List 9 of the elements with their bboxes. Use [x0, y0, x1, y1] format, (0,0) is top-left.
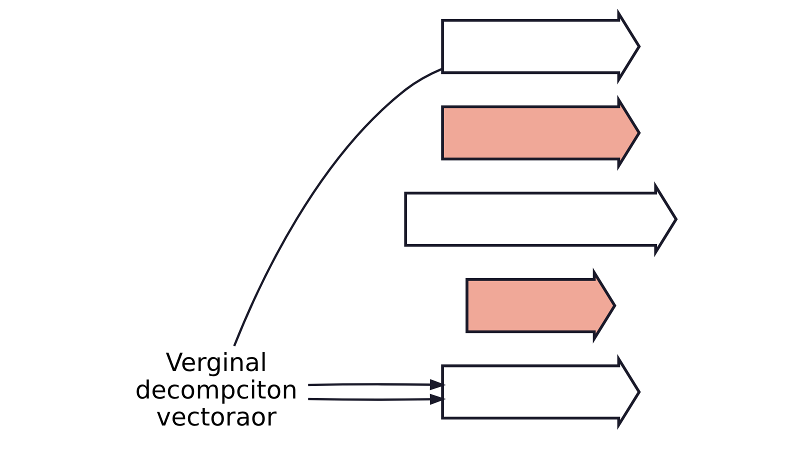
node-arrow	[440, 354, 640, 430]
node-arrow	[440, 8, 640, 84]
connector	[232, 67, 442, 346]
node-arrow	[440, 94, 640, 170]
arrow	[308, 378, 446, 390]
node-text: Verginal decompciton vectoraor	[134, 348, 297, 432]
node-arrow	[465, 267, 616, 344]
node-arrow	[404, 180, 678, 257]
arrow	[308, 393, 446, 404]
